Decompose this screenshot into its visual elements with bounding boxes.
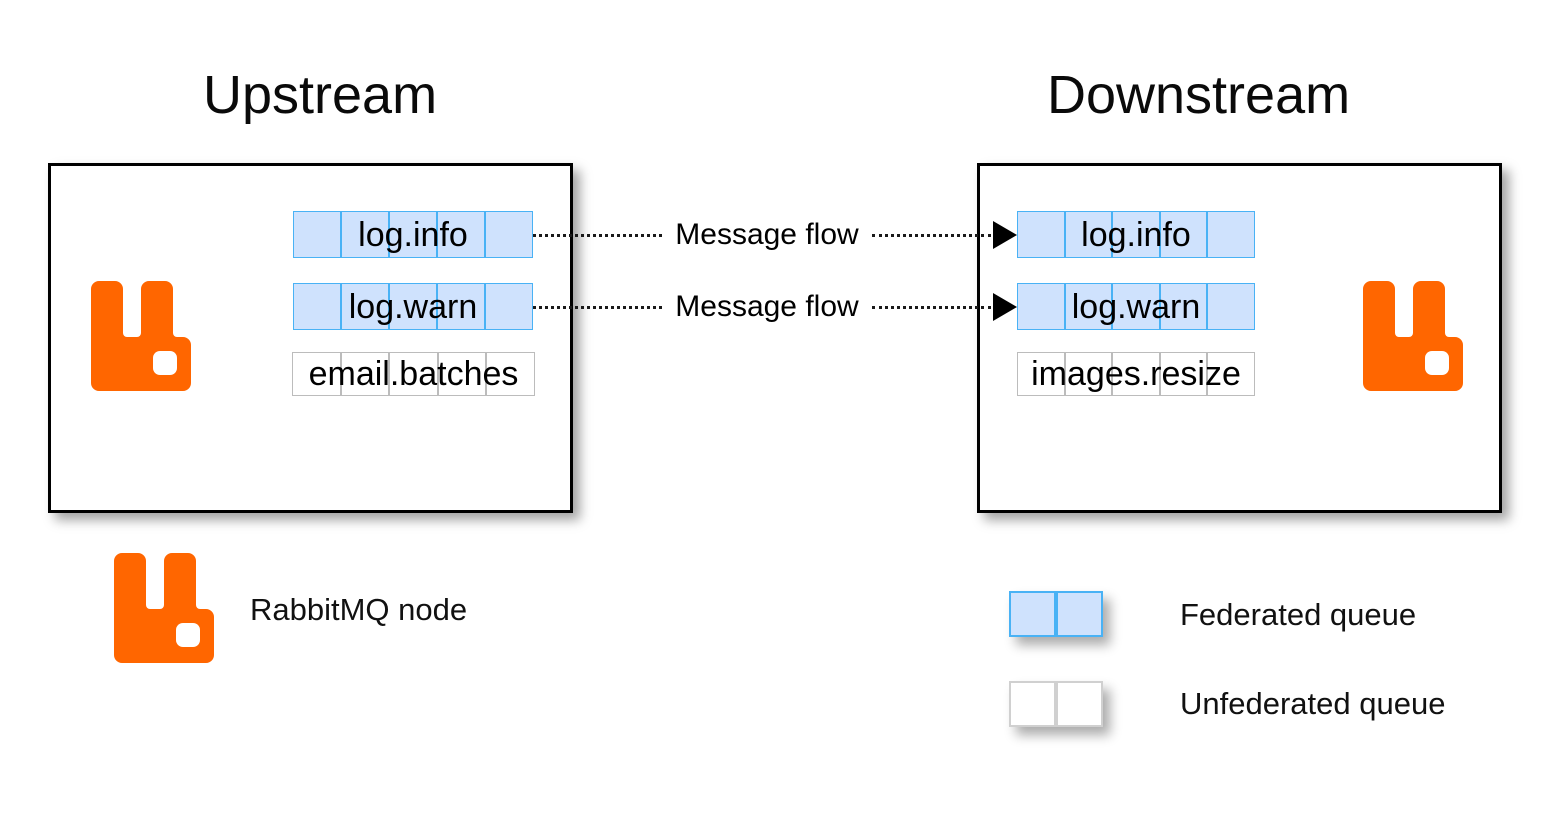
queue-cell bbox=[437, 352, 487, 396]
federated-queue-swatch bbox=[1009, 591, 1103, 637]
queue-downstream-log-warn[interactable]: log.warn bbox=[1017, 283, 1255, 330]
queue-upstream-log-info[interactable]: log.info bbox=[293, 211, 533, 258]
flow-line-right bbox=[871, 233, 991, 237]
flow-label: Message flow bbox=[675, 290, 859, 323]
queue-cell bbox=[341, 211, 389, 258]
queue-cell bbox=[486, 352, 535, 396]
unfederated-queue-swatch bbox=[1009, 681, 1103, 727]
rabbitmq-logo-icon bbox=[91, 281, 191, 391]
rabbitmq-logo-icon bbox=[114, 553, 214, 663]
queue-cell bbox=[389, 211, 437, 258]
queue-cell bbox=[292, 352, 341, 396]
queue-cell bbox=[293, 211, 341, 258]
queue-cell bbox=[1017, 283, 1065, 330]
swatch-cell bbox=[1009, 681, 1056, 727]
message-flow-log-info: Message flow bbox=[533, 218, 1017, 251]
message-flow-log-warn: Message flow bbox=[533, 290, 1017, 323]
queue-cell bbox=[1064, 211, 1113, 258]
queue-cell bbox=[341, 283, 389, 330]
queue-cell bbox=[1112, 283, 1160, 330]
queue-cell bbox=[437, 211, 485, 258]
queue-cell bbox=[437, 283, 485, 330]
queue-cell bbox=[1112, 211, 1160, 258]
queue-cell bbox=[389, 352, 438, 396]
queue-cell bbox=[485, 211, 533, 258]
queue-cell bbox=[1207, 352, 1255, 396]
page-title-downstream: Downstream bbox=[1047, 65, 1351, 125]
flow-line-right bbox=[871, 305, 991, 309]
swatch-cell bbox=[1056, 681, 1103, 727]
queue-cell bbox=[1159, 283, 1208, 330]
rabbitmq-logo-icon bbox=[1363, 281, 1463, 391]
swatch-cell bbox=[1009, 591, 1056, 637]
queue-cell bbox=[1159, 211, 1208, 258]
queue-cell bbox=[1159, 352, 1208, 396]
queue-cell bbox=[293, 283, 341, 330]
queue-cell bbox=[389, 283, 437, 330]
page-title-upstream: Upstream bbox=[203, 65, 438, 125]
queue-cell bbox=[1064, 352, 1113, 396]
swatch-cell bbox=[1056, 591, 1103, 637]
queue-cell bbox=[1207, 283, 1255, 330]
legend-label-unfederated-queue: Unfederated queue bbox=[1180, 686, 1446, 721]
flow-label: Message flow bbox=[675, 218, 859, 251]
queue-cell bbox=[1112, 352, 1160, 396]
queue-cell bbox=[1064, 283, 1113, 330]
queue-upstream-email-batches[interactable]: email.batches bbox=[292, 352, 535, 396]
queue-downstream-log-info[interactable]: log.info bbox=[1017, 211, 1255, 258]
queue-cell bbox=[340, 352, 390, 396]
queue-downstream-images-resize[interactable]: images.resize bbox=[1017, 352, 1255, 396]
queue-cell bbox=[1017, 352, 1065, 396]
legend-label-federated-queue: Federated queue bbox=[1180, 597, 1417, 632]
legend-label-rabbitmq-node: RabbitMQ node bbox=[250, 592, 468, 627]
queue-cell bbox=[1017, 211, 1065, 258]
queue-cell bbox=[1207, 211, 1255, 258]
queue-upstream-log-warn[interactable]: log.warn bbox=[293, 283, 533, 330]
queue-cell bbox=[485, 283, 533, 330]
